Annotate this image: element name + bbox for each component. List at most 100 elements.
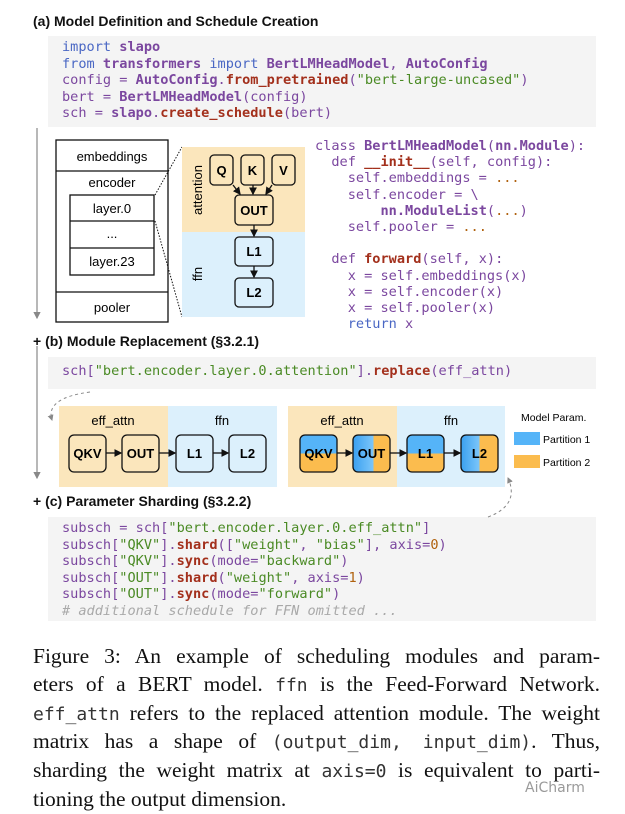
figure-caption: Figure 3: An example of scheduling modul… — [33, 643, 600, 814]
code-line: config = AutoConfig.from_pretrained("ber… — [62, 72, 596, 89]
legend-label-partition-1: Partition 1 — [543, 434, 590, 446]
code-line: self.pooler = ... — [315, 219, 585, 235]
code-token: (self, x): — [421, 251, 504, 268]
code-block-bert-class: class BertLMHeadModel(nn.Module): def __… — [315, 138, 585, 332]
code-token: "weight" — [233, 536, 300, 553]
code-token: nn.ModuleList — [380, 202, 487, 219]
section-a-heading: (a) Model Definition and Schedule Creati… — [33, 13, 319, 29]
caption-code: (output_dim, input_dim) — [271, 732, 532, 754]
attention-label: attention — [190, 165, 205, 215]
code-line: def __init__(self, config): — [315, 154, 585, 170]
code-line: class BertLMHeadModel(nn.Module): — [315, 138, 585, 154]
code-token: x = self.encoder(x) — [315, 283, 504, 300]
replaced-module: eff_attn ffn QKV OUT L1 L2 — [59, 406, 277, 487]
ffn-label: ffn — [190, 267, 205, 281]
code-token: __init__ — [364, 154, 430, 171]
v-box — [271, 154, 296, 186]
code-token: subsch = sch[ — [62, 520, 169, 536]
figure-diagrams: embeddings encoder layer.0 ... layer.23 … — [33, 128, 590, 518]
code-token: ] — [422, 520, 431, 536]
code-token: subsch[ — [62, 586, 120, 602]
v-label: V — [279, 163, 288, 178]
code-token: sch[ — [62, 363, 95, 379]
code-token: import — [62, 39, 120, 55]
ffn-label: ffn — [444, 413, 458, 428]
caption-code: ffn — [275, 674, 308, 696]
code-token: ]. — [160, 553, 177, 569]
code-token: ], axis= — [364, 536, 431, 553]
caption-line: matrix has a shape of (output_dim, input… — [33, 728, 600, 757]
watermark: AiCharm — [525, 780, 585, 796]
out-label: OUT — [127, 446, 155, 461]
caption-text: . Thus, — [531, 729, 600, 754]
code-token: "OUT" — [119, 586, 161, 602]
code-line: self.embeddings = ... — [315, 170, 585, 186]
code-token: (self, config): — [429, 154, 553, 171]
code-token: transformers — [102, 55, 202, 72]
code-line: subsch["QKV"].shard(["weight", "bias"], … — [62, 537, 596, 554]
encoder-label: encoder — [89, 175, 137, 190]
code-token: "bias" — [315, 536, 365, 553]
code-token: create_schedule — [160, 105, 283, 121]
code-token: ) — [356, 569, 365, 586]
dashed-arrow-shard — [487, 477, 513, 518]
code-token: ( — [217, 569, 226, 586]
code-token: sch = — [62, 105, 112, 121]
code-token: . — [152, 105, 161, 121]
caption-text: is the Feed-Forward Network. — [307, 671, 601, 696]
ellipsis-label: ... — [107, 226, 118, 241]
caption-line: eters of a BERT model. ffn is the Feed-F… — [33, 671, 600, 700]
code-token: "OUT" — [119, 569, 161, 586]
legend-label-partition-2: Partition 2 — [543, 457, 590, 469]
code-token: ( — [486, 138, 496, 154]
l1-label: L1 — [246, 244, 261, 259]
code-line: bert = BertLMHeadModel(config) — [62, 89, 596, 106]
code-token: (mode= — [209, 586, 259, 602]
code-token: AutoConfig — [405, 55, 488, 72]
code-line: subsch["QKV"].sync(mode="backward") — [62, 553, 596, 570]
code-line: x = self.pooler(x) — [315, 300, 585, 316]
code-line: subsch = sch["bert.encoder.layer.0.eff_a… — [62, 520, 596, 537]
code-token: from — [62, 55, 103, 72]
code-token: ]. — [356, 363, 374, 379]
code-token: "weight" — [225, 569, 292, 586]
code-line: sch = slapo.create_schedule(bert) — [62, 105, 596, 122]
code-line: # additional schedule for FFN omitted ..… — [62, 603, 596, 620]
code-line: nn.ModuleList(...) — [315, 203, 585, 219]
code-token: BertLMHeadModel — [119, 88, 243, 105]
code-token: "backward" — [258, 553, 341, 569]
code-token: bert = — [62, 88, 120, 105]
code-token: subsch[ — [62, 536, 120, 553]
code-line: subsch["OUT"].sync(mode="forward") — [62, 586, 596, 603]
code-token: BertLMHeadModel — [266, 55, 390, 72]
code-token: ( — [486, 202, 496, 219]
code-token: config = — [62, 72, 136, 88]
legend-swatch-partition-2 — [514, 455, 540, 468]
code-token: "QKV" — [119, 536, 161, 553]
caption-text: sharding the weight matrix at — [33, 758, 322, 783]
legend-swatch-partition-1 — [514, 432, 540, 445]
code-block-replace: sch["bert.encoder.layer.0.attention"].re… — [48, 357, 596, 389]
code-token: ) — [438, 536, 447, 553]
qkv-label: QKV — [73, 446, 102, 461]
code-token: # additional schedule for FFN omitted ..… — [62, 602, 398, 619]
legend: Model Param. Partition 1 Partition 2 — [514, 412, 590, 469]
eff-attn-label: eff_attn — [320, 413, 363, 428]
out-label: OUT — [358, 446, 386, 461]
code-token: "QKV" — [119, 553, 161, 569]
code-token: ) — [519, 202, 528, 219]
code-token: subsch[ — [62, 569, 120, 586]
ffn-label: ffn — [215, 413, 229, 428]
code-token: sync — [176, 553, 210, 569]
code-token: ... — [462, 218, 487, 235]
caption-text: Figure 3: An example of scheduling modul… — [33, 644, 600, 668]
code-token: nn.Module — [495, 138, 569, 154]
bert-module-tree: embeddings encoder layer.0 ... layer.23 … — [55, 139, 183, 323]
code-token: class — [315, 138, 365, 154]
code-line: sch["bert.encoder.layer.0.attention"].re… — [62, 363, 596, 380]
code-token: , — [299, 536, 316, 553]
code-token: 0 — [430, 536, 439, 553]
code-token: , — [389, 55, 406, 72]
out-label: OUT — [240, 203, 268, 218]
caption-text: matrix has a shape of — [33, 729, 272, 754]
